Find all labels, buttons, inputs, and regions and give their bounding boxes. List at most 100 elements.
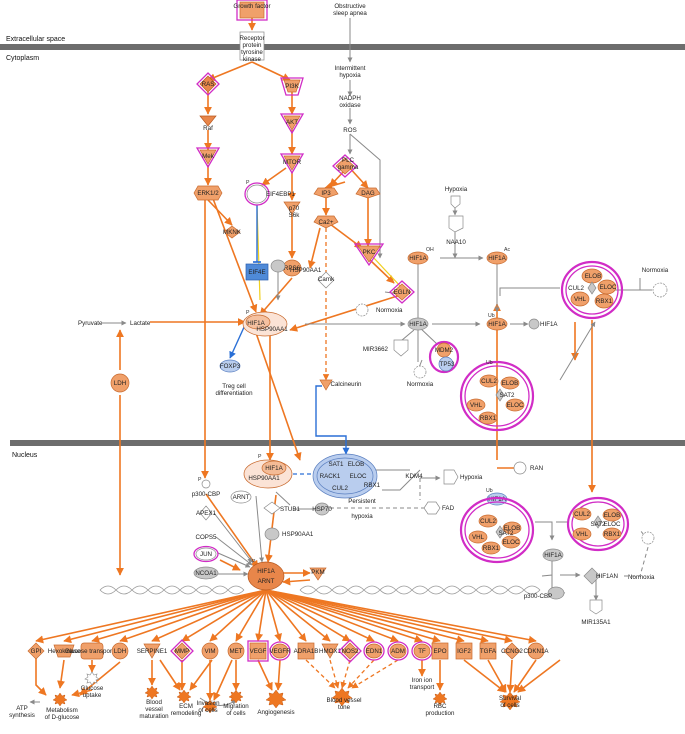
node-normoxia-nuc[interactable]: Normoxia bbox=[628, 531, 655, 581]
node-normoxia-2[interactable]: Normoxia bbox=[407, 365, 434, 388]
node-hsp90aa1-nuc[interactable]: HSP90AA1 bbox=[264, 527, 314, 541]
outcome-iron-transport[interactable]: Iron ion transport bbox=[410, 677, 435, 691]
node-persistent-hypoxia[interactable]: Persistent hypoxia bbox=[348, 498, 376, 520]
node-ros[interactable]: ROS bbox=[343, 127, 356, 134]
complex-vhl-nuc-left[interactable]: CUL2 ELOB VHL ELOC RBX1 SAT2 bbox=[459, 496, 535, 564]
outcome-survival[interactable]: Survival of cells bbox=[499, 691, 521, 711]
target-cdkn1a[interactable]: CDKN1A bbox=[523, 642, 549, 660]
target-hmox1[interactable]: HMOX1 bbox=[319, 643, 342, 659]
node-erk12[interactable]: ERK1/2 bbox=[193, 185, 223, 201]
node-mek[interactable]: Mek bbox=[195, 147, 221, 169]
node-nuc-hif-hsp[interactable]: HIF1A HSP90AA1 P bbox=[243, 454, 293, 489]
complex-vhl-nuc-right[interactable]: CUL2 ELOB VHL RBX1 SAT2 ELOC bbox=[566, 496, 630, 552]
target-hexokinase[interactable]: Hexokinase bbox=[48, 644, 81, 658]
node-hsp90aa1-cyt[interactable]: HSP90AA1 bbox=[270, 259, 322, 274]
node-nadph-oxidase[interactable]: NADPH oxidase bbox=[339, 95, 361, 109]
node-hif1a-arnt[interactable]: HIF1A ARNT P bbox=[247, 559, 285, 591]
node-cops5[interactable]: COPS5 bbox=[196, 534, 218, 541]
target-vegf[interactable]: VEGF bbox=[247, 640, 269, 662]
node-kdm4[interactable]: KDM4 bbox=[405, 473, 423, 480]
complex-sat1-rack1[interactable]: SAT1 ELOB RACK1 ELOC CUL2 RBX1 bbox=[312, 453, 381, 499]
outcome-invasion[interactable]: Invasion of cells bbox=[196, 699, 220, 714]
outcome-rbc-production[interactable]: RBC production bbox=[426, 691, 455, 717]
target-met[interactable]: MET bbox=[227, 642, 245, 660]
node-ip3[interactable]: IP3 bbox=[313, 187, 339, 199]
node-treg[interactable]: Treg cell differentiation bbox=[215, 383, 253, 397]
target-epo[interactable]: EPO bbox=[431, 642, 449, 660]
node-hypoxia-top[interactable]: Hypoxia bbox=[445, 186, 468, 209]
node-apex1[interactable]: APEX1 bbox=[196, 505, 217, 521]
target-mmp[interactable]: MMP bbox=[170, 639, 194, 663]
node-p300-cbp[interactable]: p300-CBP P bbox=[192, 477, 221, 498]
outcome-metabolism-dglucose[interactable]: Metabolism of D-glucose bbox=[45, 692, 80, 721]
target-edn1[interactable]: EDN1 bbox=[363, 641, 385, 661]
node-hsp70[interactable]: HSP70 bbox=[312, 502, 332, 516]
complex-vhl-top[interactable]: ELOB ELOC VHL RBX1 CUL2 bbox=[560, 260, 624, 320]
outcome-ecm-remodeling[interactable]: ECM remodeling bbox=[171, 689, 202, 717]
outcome-glucose-uptake[interactable]: Glucose uptake bbox=[81, 671, 104, 699]
node-calcineurin[interactable]: Calcineurin bbox=[319, 379, 362, 391]
target-vegfr[interactable]: VEGFR bbox=[269, 641, 291, 661]
outcome-blood-vessel-tone[interactable]: Blood vessel tone bbox=[326, 687, 362, 711]
node-dag[interactable]: DAG bbox=[355, 187, 381, 199]
node-mknk[interactable]: MKNK bbox=[223, 225, 242, 239]
node-hif1a-ac[interactable]: HIF1A Ac bbox=[486, 247, 510, 265]
node-akt[interactable]: AKT bbox=[279, 113, 305, 135]
node-hif1a-grey-right[interactable]: HIF1A bbox=[528, 318, 558, 330]
node-stub1[interactable]: STUB1 bbox=[263, 501, 301, 515]
node-ldh-cyt[interactable]: LDH bbox=[110, 373, 130, 393]
target-tf[interactable]: TF bbox=[411, 641, 433, 661]
target-tgfa[interactable]: TGFA bbox=[479, 642, 497, 660]
outcome-atp-synthesis[interactable]: ATP synthesis bbox=[9, 705, 35, 719]
node-jun[interactable]: JUN bbox=[193, 545, 219, 563]
node-mir3662[interactable]: MIR3662 bbox=[363, 339, 409, 357]
node-naa10[interactable]: NAA10 bbox=[446, 215, 466, 246]
target-adra1b[interactable]: ADRA1B bbox=[294, 642, 319, 660]
node-plc-gamma[interactable]: PLC gamma bbox=[332, 154, 359, 178]
node-pi3k[interactable]: PI3K bbox=[280, 77, 304, 96]
node-nuc-hif1a-grey[interactable]: HIF1A bbox=[542, 548, 564, 562]
node-foxp3[interactable]: FOXP3 bbox=[219, 359, 241, 373]
node-mdm2-tp53[interactable]: MDM2 TP53 bbox=[428, 340, 460, 374]
target-glucose-transporter[interactable]: Glucose transporter bbox=[65, 642, 119, 660]
node-growth-factor[interactable]: Growth factor bbox=[233, 0, 271, 21]
node-rps6[interactable]: RPS6 bbox=[282, 259, 302, 277]
target-gpi[interactable]: GPI bbox=[27, 642, 45, 660]
node-intermittent-hypoxia[interactable]: Intermittent hypoxia bbox=[335, 65, 366, 79]
node-receptor-tyrosine-kinase[interactable]: Receptor protein tyrosine kinase bbox=[239, 31, 265, 63]
node-ras[interactable]: RAS bbox=[196, 72, 220, 96]
node-mtor[interactable]: MTOR bbox=[279, 153, 305, 175]
node-normoxia-1[interactable]: Normoxia bbox=[355, 303, 403, 317]
target-serpine1[interactable]: SERPINE1 bbox=[137, 643, 168, 659]
node-p70s6k[interactable]: p70 S6k bbox=[283, 201, 301, 219]
node-hif1a-ub[interactable]: HIF1A Ub bbox=[486, 313, 508, 331]
node-hif1a-hsp90aa1[interactable]: HIF1A HSP90AA1 P bbox=[242, 310, 288, 337]
node-camk[interactable]: Camk bbox=[317, 271, 335, 289]
node-arnt-small[interactable]: ARNT bbox=[230, 490, 252, 504]
node-pkc[interactable]: PKC bbox=[353, 243, 385, 267]
outcome-migration[interactable]: Migration of cells bbox=[223, 689, 249, 717]
node-lactate[interactable]: Lactate bbox=[130, 320, 151, 327]
node-normoxia-3[interactable]: Normoxia bbox=[642, 267, 669, 298]
complex-vhl-cyt-mid[interactable]: CUL2 ELOB VHL ELOC RBX1 SAT2 Ub bbox=[459, 360, 535, 432]
node-hif1a-oh[interactable]: HIF1A OH bbox=[407, 247, 434, 265]
node-egln[interactable]: EGLN bbox=[389, 280, 415, 304]
target-igf2[interactable]: IGF2 bbox=[455, 642, 473, 660]
node-pyruvate[interactable]: Pyruvate bbox=[78, 320, 103, 327]
node-osa[interactable]: Obstructive sleep apnea bbox=[333, 3, 367, 17]
target-vim[interactable]: VIM bbox=[201, 642, 219, 660]
node-ncoa1[interactable]: NCOA1 bbox=[193, 566, 219, 580]
node-hif1an[interactable]: HIF1AN bbox=[583, 567, 618, 585]
node-hif1a-center[interactable]: HIF1A bbox=[407, 317, 429, 331]
target-nos2[interactable]: NOS2 bbox=[338, 639, 362, 663]
node-ca2[interactable]: Ca2+ bbox=[313, 215, 339, 229]
target-ccng2[interactable]: CCNG2 bbox=[501, 642, 523, 660]
target-adm[interactable]: ADM bbox=[387, 641, 409, 661]
node-fad[interactable]: FAD bbox=[423, 501, 455, 515]
node-p300-cbp-right[interactable]: p300-CBP bbox=[524, 586, 565, 600]
target-ldh[interactable]: LDH bbox=[111, 642, 129, 660]
outcome-vessel-maturation[interactable]: Blood vessel maturation bbox=[139, 685, 169, 720]
node-raf[interactable]: Raf bbox=[199, 115, 217, 132]
outcome-angiogenesis[interactable]: Angiogenesis bbox=[257, 689, 295, 716]
node-eif4ebp1[interactable]: EIF4EBP1 P bbox=[244, 180, 295, 206]
